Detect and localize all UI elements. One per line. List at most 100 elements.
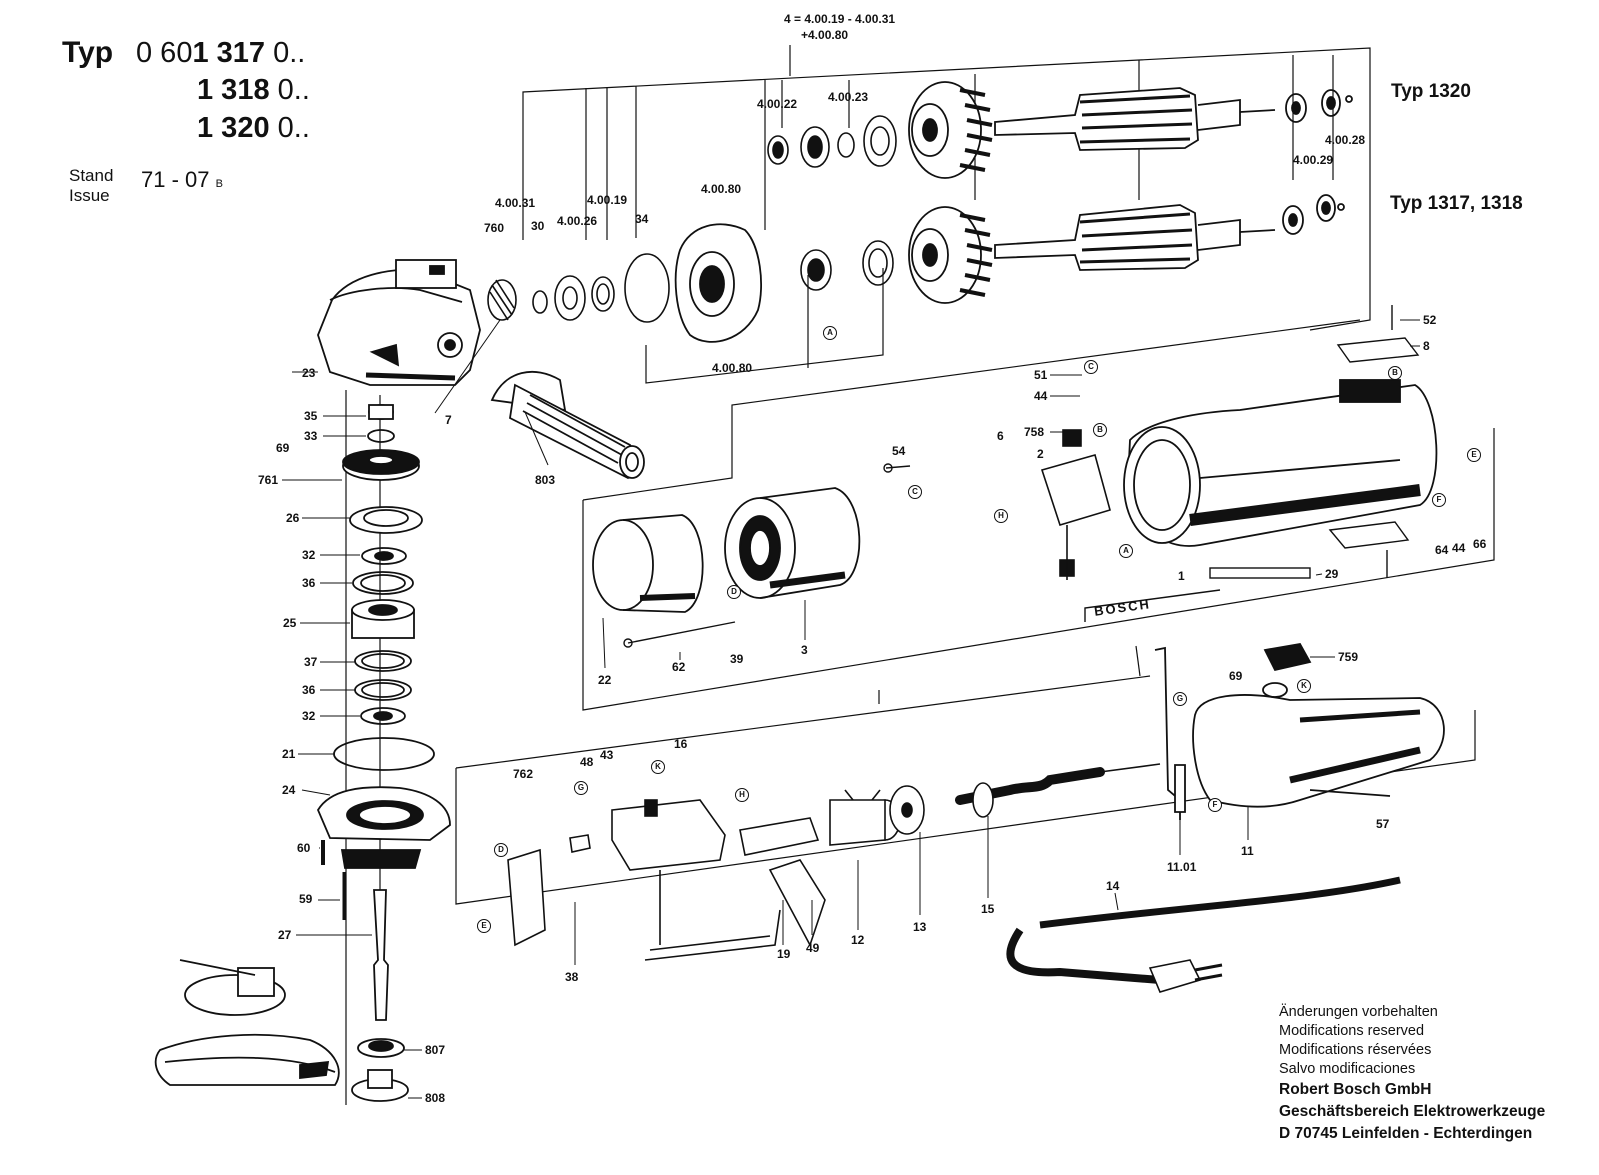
part-label: 57 <box>1376 817 1390 831</box>
part-label: 16 <box>674 737 688 751</box>
part-label: 24 <box>282 783 296 797</box>
pinion <box>487 279 517 321</box>
part-label: 43 <box>600 748 614 762</box>
part-label: 3 <box>801 643 808 657</box>
part-label: 54 <box>892 444 906 458</box>
part-label: 807 <box>425 1043 446 1057</box>
part-label: 37 <box>304 655 318 669</box>
leader-lines <box>282 319 1420 1099</box>
circle-ref: E <box>1467 448 1481 462</box>
motor-housing <box>1123 379 1438 547</box>
part-label: 808 <box>425 1091 446 1105</box>
fan-lower <box>908 206 993 304</box>
part-label: 23 <box>302 366 316 380</box>
part-label: 66 <box>1473 537 1487 551</box>
brush-holder <box>1040 429 1111 580</box>
part-label: 33 <box>304 429 318 443</box>
armature-lower <box>994 194 1345 271</box>
circle-ref: K <box>651 760 665 774</box>
part-label: 11 <box>1241 844 1254 858</box>
part-label: 4.00.22 <box>757 97 798 111</box>
typ-row-2: 1 318 0.. <box>197 74 310 106</box>
stator <box>724 487 861 599</box>
part-label: 803 <box>535 473 556 487</box>
top-note-line-2: +4.00.80 <box>801 28 849 42</box>
circle-ref: H <box>735 788 749 802</box>
circle-ref: G <box>1173 692 1187 706</box>
typ-1317-1318-label: Typ 1317, 1318 <box>1390 193 1523 214</box>
part-label: 36 <box>302 576 316 590</box>
part-label: 22 <box>598 673 612 687</box>
spindle-stack <box>316 404 451 1102</box>
part-label: 4.00.29 <box>1293 153 1334 167</box>
part-label: 44 <box>1034 389 1048 403</box>
footer-line: Änderungen vorbehalten <box>1279 1004 1438 1020</box>
part-label: 26 <box>286 511 300 525</box>
part-label: 4.00.23 <box>828 90 869 104</box>
part-label: 48 <box>580 755 594 769</box>
switch-assembly <box>507 785 925 961</box>
rear-handle <box>1154 643 1445 820</box>
part-label: 32 <box>302 709 316 723</box>
typ-label: Typ <box>62 36 114 69</box>
cable-assembly <box>955 763 1401 993</box>
circle-ref: E <box>477 919 491 933</box>
part-label: 4.00.80 <box>712 361 753 375</box>
part-label: 759 <box>1338 650 1359 664</box>
wheel-guard <box>154 959 340 1086</box>
part-label: 6 <box>997 429 1004 443</box>
part-label: 69 <box>276 441 290 455</box>
bearing-washers-lower <box>532 240 894 323</box>
side-handle <box>490 371 645 480</box>
circle-ref: D <box>727 585 741 599</box>
part-label: 34 <box>635 212 649 226</box>
part-label: 15 <box>981 902 995 916</box>
part-label: 13 <box>913 920 927 934</box>
typ-row-1: 0 601 317 0.. <box>136 37 306 69</box>
part-label: 12 <box>851 933 865 947</box>
part-label: 69 <box>1229 669 1243 683</box>
circle-ref: H <box>994 509 1008 523</box>
part-label: 761 <box>258 473 279 487</box>
company-address: D 70745 Leinfelden - Echterdingen <box>1279 1125 1533 1142</box>
circle-ref: G <box>574 781 588 795</box>
part-label: 44 <box>1452 541 1466 555</box>
part-label: 4.00.80 <box>701 182 742 196</box>
part-label: 14 <box>1106 879 1120 893</box>
bearing-plate <box>674 223 763 343</box>
typ-row-3: 1 320 0.. <box>197 112 310 144</box>
part-label: 59 <box>299 892 313 906</box>
footer-notice: Änderungen vorbehalten Modifications res… <box>1279 1003 1545 1145</box>
part-label: 60 <box>297 841 311 855</box>
part-label: 2 <box>1037 447 1044 461</box>
circle-ref: F <box>1208 798 1222 812</box>
motor-hardware <box>623 305 1420 648</box>
footer-line: Modifications réservées <box>1279 1042 1432 1058</box>
circle-ref: A <box>823 326 837 340</box>
gear-housing <box>317 259 481 386</box>
part-label: 4.00.26 <box>557 214 598 228</box>
fan-upper <box>908 81 993 179</box>
footer-line: Modifications reserved <box>1279 1023 1425 1039</box>
company-division: Geschäftsbereich Elektrowerkzeuge <box>1279 1103 1546 1120</box>
part-label: 762 <box>513 767 534 781</box>
armature-upper <box>994 87 1353 151</box>
part-label: 29 <box>1325 567 1339 581</box>
part-label: 62 <box>672 660 686 674</box>
part-label: 19 <box>777 947 791 961</box>
part-label: 39 <box>730 652 744 666</box>
part-label: 8 <box>1423 339 1430 353</box>
part-label: 760 <box>484 221 505 235</box>
circle-ref: C <box>908 485 922 499</box>
part-label: 36 <box>302 683 316 697</box>
part-label: 38 <box>565 970 579 984</box>
part-label: 4.00.19 <box>587 193 628 207</box>
circle-ref: A <box>1119 544 1133 558</box>
part-label: 4.00.31 <box>495 196 536 210</box>
part-label: 52 <box>1423 313 1437 327</box>
top-note-line-1: 4 = 4.00.19 - 4.00.31 <box>784 12 896 26</box>
typ-1320-label: Typ 1320 <box>1391 81 1471 102</box>
